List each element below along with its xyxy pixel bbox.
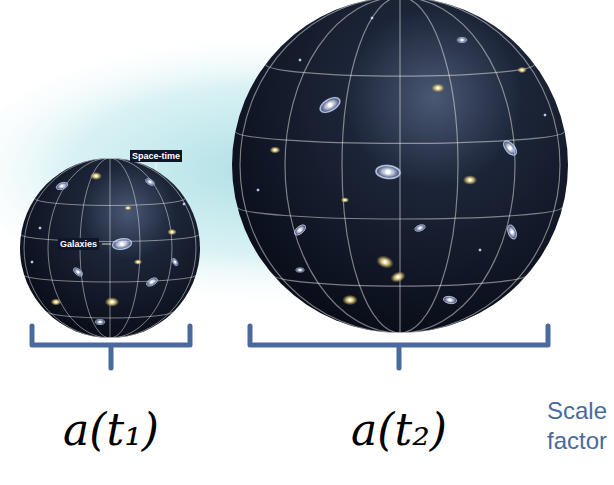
leader-line [102, 244, 111, 245]
small-sphere [20, 158, 200, 338]
scale-label: a(t₁) [63, 404, 159, 456]
bracket [250, 326, 548, 368]
scale-label: a(t₂) [351, 404, 447, 456]
annotation-label: Galaxies [58, 238, 99, 250]
side-label: Scale factor [547, 396, 611, 456]
leader-line [156, 163, 157, 170]
large-sphere [232, 0, 568, 333]
bracket [32, 326, 190, 368]
annotation-label: Space-time [130, 150, 182, 162]
